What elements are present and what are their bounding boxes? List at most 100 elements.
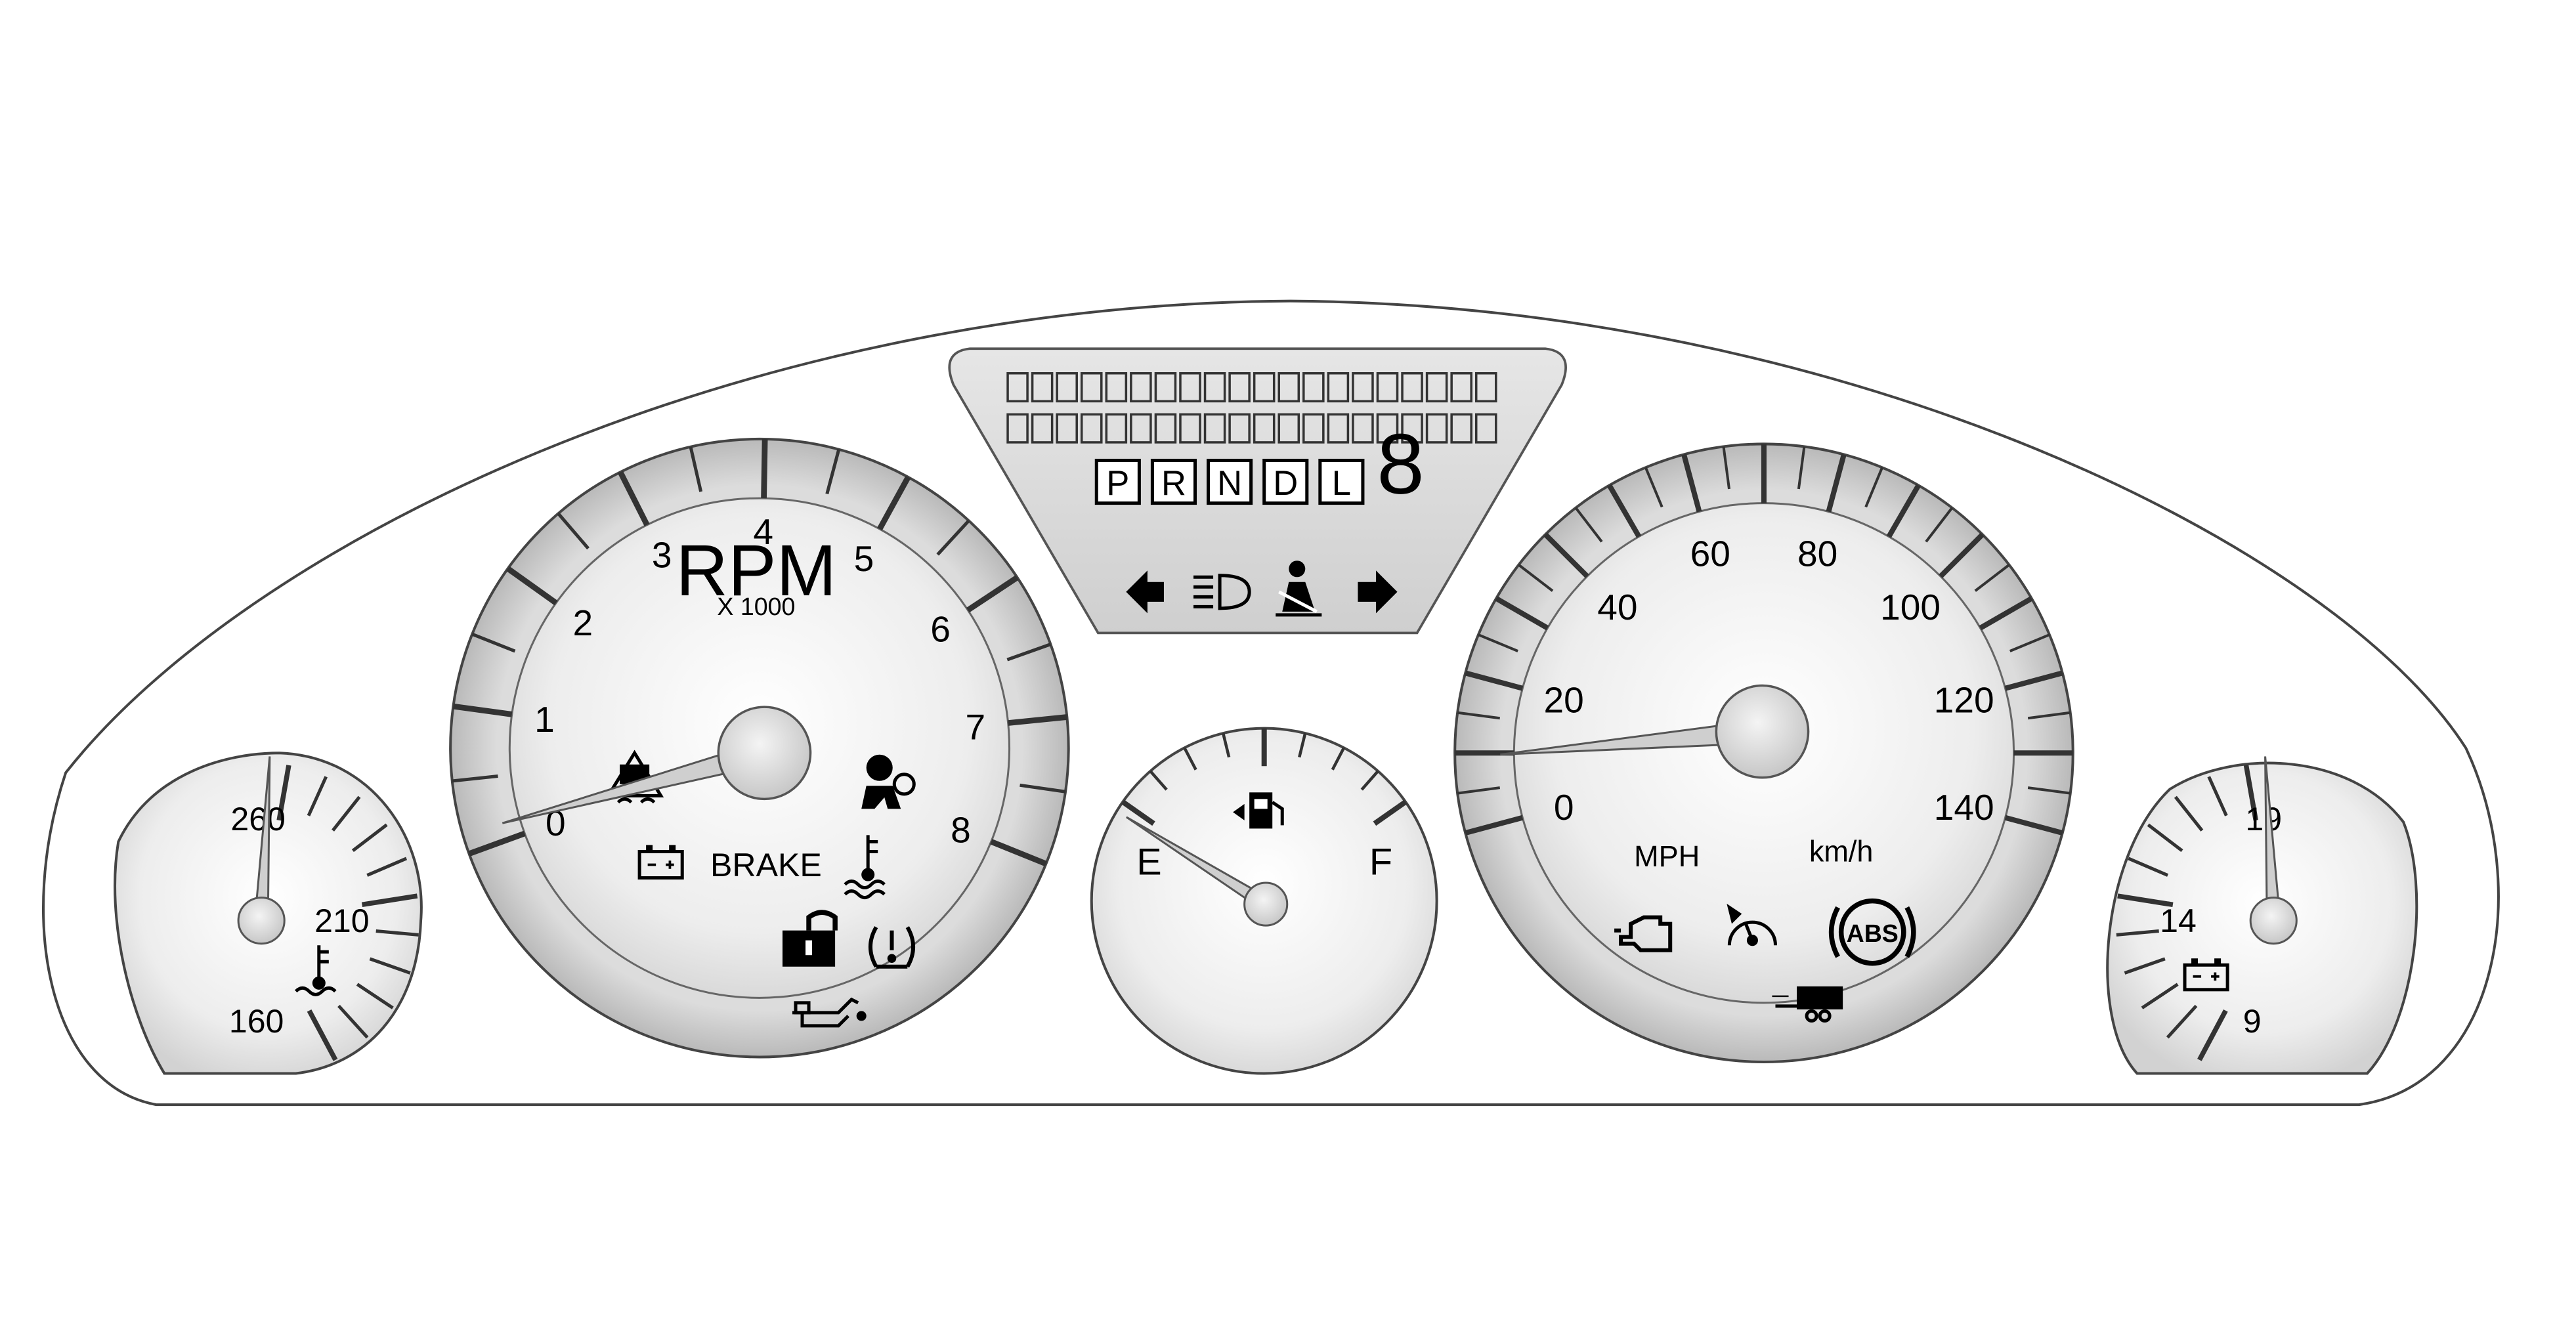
volt-tick: [2207, 776, 2228, 816]
fuel-tick: [1149, 770, 1168, 791]
tach-tick: [1008, 714, 1067, 726]
dic-cell: [1253, 413, 1276, 444]
dic-cell: [1474, 372, 1497, 403]
speed-tick: [1574, 507, 1603, 543]
speed-tick: [1607, 484, 1642, 538]
voltmeter-ticks: [2116, 765, 2258, 1061]
gear-letter: R: [1161, 464, 1186, 503]
gear-box: [1207, 458, 1253, 505]
gear-box: [1262, 458, 1309, 505]
speed-tick: [1864, 467, 1883, 508]
speed-tick-label: 60: [1690, 533, 1730, 574]
gear-box: [1094, 458, 1141, 505]
tach-tick: [557, 512, 590, 550]
speedometer-unit-mph: MPH: [1634, 839, 1700, 873]
tach-tick-label: 5: [854, 538, 874, 579]
dic-cell: [1376, 413, 1399, 444]
speed-tick: [1543, 532, 1589, 578]
fuel-gauge-ticks: [1121, 728, 1407, 826]
tachometer-multiplier: X 1000: [717, 593, 795, 620]
tach-tick: [689, 446, 703, 492]
cruise-control-icon: [1727, 903, 1777, 946]
gear-extra-label: 8: [1377, 416, 1424, 512]
speed-tick: [1939, 532, 1985, 578]
tach-tick-label: 8: [951, 810, 971, 851]
dic-cell: [1425, 372, 1448, 403]
dic-cell: [1327, 372, 1350, 403]
dic-cell: [1253, 372, 1276, 403]
tachometer-hub: [717, 706, 812, 801]
gear-letter: N: [1217, 464, 1242, 503]
fuel-pump-icon: [1233, 792, 1284, 829]
right-turn-signal-icon: [1358, 570, 1398, 614]
gear-letter: D: [1273, 464, 1298, 503]
temp-tick: [332, 795, 361, 832]
airbag-icon: [861, 754, 916, 809]
dic-cell: [1154, 413, 1177, 444]
temp-tick: [356, 983, 394, 1009]
temperature-gauge-ticks: [276, 765, 419, 1061]
temp-tick: [351, 823, 388, 853]
tach-tick: [761, 438, 768, 499]
volt-tick: [2166, 1004, 2198, 1039]
fuel-gauge: E F: [1090, 727, 1438, 1075]
brake-warning-label: BRAKE: [710, 847, 822, 883]
tachometer-unit: RPM: [676, 530, 836, 611]
temp-tick-label: 210: [314, 902, 370, 939]
temp-tick: [369, 957, 411, 975]
tach-tick-label: 2: [572, 603, 593, 643]
gear-box: [1150, 458, 1197, 505]
speed-tick: [1681, 454, 1702, 513]
tachometer-ticks: [452, 438, 1067, 867]
fuel-tick: [1222, 732, 1231, 758]
dic-cell: [1425, 413, 1448, 444]
tach-tick: [825, 449, 841, 495]
tach-tick: [452, 774, 498, 783]
fuel-gauge-hub: [1243, 881, 1289, 927]
temp-tick: [276, 765, 291, 821]
fuel-full-label: F: [1369, 841, 1392, 883]
check-engine-icon: [1614, 915, 1673, 952]
dic-cell: [1031, 413, 1054, 444]
fuel-tick: [1121, 799, 1155, 826]
dic-cell: [1203, 372, 1226, 403]
volt-tick: [2174, 795, 2204, 832]
volt-tick-label: 19: [2245, 801, 2282, 837]
gear-letter: P: [1106, 464, 1129, 503]
tach-tick: [1020, 783, 1066, 794]
volt-tick: [2128, 857, 2169, 877]
temperature-gauge-hub: [237, 897, 286, 945]
fuel-empty-label: E: [1136, 841, 1161, 883]
temperature-gauge-coolant-icon: [294, 945, 337, 996]
temp-tick: [337, 1004, 369, 1039]
seatbelt-icon: [1276, 561, 1322, 617]
speed-tick: [1925, 507, 1954, 543]
speed-tick-label: 120: [1934, 680, 1994, 721]
speed-tick: [2027, 786, 2071, 795]
dic-cell: [1277, 372, 1300, 403]
dic-cell: [1327, 413, 1350, 444]
tach-tick: [966, 575, 1019, 613]
volt-tick: [2124, 957, 2166, 975]
speed-tick: [2027, 711, 2071, 720]
tach-tick-label: 1: [534, 699, 555, 740]
tach-tick-label: 6: [930, 608, 951, 649]
fuel-tick: [1298, 732, 1307, 758]
speed-tick-label: 20: [1544, 680, 1584, 721]
voltmeter-hub: [2249, 897, 2298, 945]
abs-warning-icon: ABS: [1828, 898, 1916, 966]
speed-tick-label: 80: [1797, 533, 1837, 574]
speed-tick-label: 40: [1597, 587, 1637, 627]
traction-control-icon: [605, 750, 664, 804]
temp-tick: [366, 857, 408, 877]
tach-tick: [506, 566, 558, 606]
dic-cell: [1450, 372, 1472, 403]
tach-tick-label: 4: [753, 511, 773, 552]
security-icon: [782, 910, 838, 967]
